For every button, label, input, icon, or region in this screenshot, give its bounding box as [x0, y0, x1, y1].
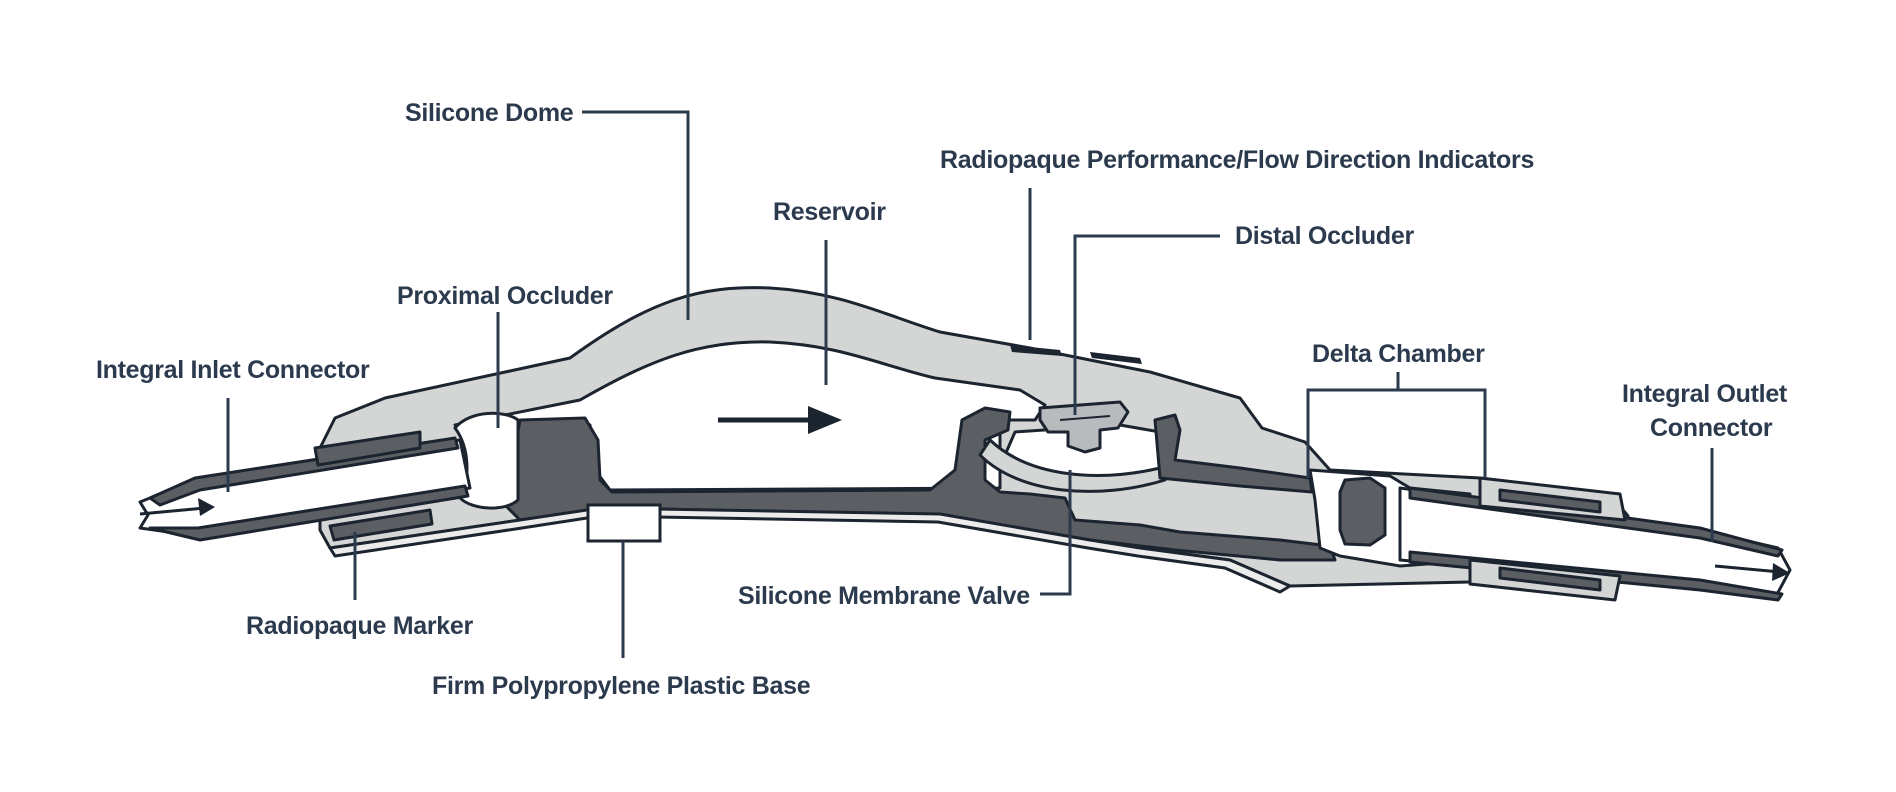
outlet-flow-arrowhead — [1772, 563, 1790, 581]
device-body — [138, 286, 1792, 602]
label-radiopaque-marker: Radiopaque Marker — [246, 612, 473, 640]
label-silicone-dome: Silicone Dome — [405, 99, 574, 127]
label-distal-occluder: Distal Occluder — [1235, 222, 1414, 250]
leader-distal-occluder — [1073, 234, 1220, 415]
reservoir-flow-arrowhead — [808, 406, 842, 434]
valve-housing-right — [1153, 413, 1314, 494]
outlet-flow-arrow — [1714, 564, 1781, 574]
outlet-radiopaque-lower — [1498, 566, 1602, 592]
inlet-radiopaque-upper — [313, 430, 422, 467]
delta-chamber-insert — [1338, 476, 1387, 547]
label-delta-chamber: Delta Chamber — [1312, 340, 1485, 368]
reservoir-cavity — [453, 340, 1047, 492]
leader-silicone-dome — [582, 110, 690, 320]
leader-delta-chamber — [1306, 372, 1487, 478]
label-integral-inlet-connector: Integral Inlet Connector — [96, 356, 370, 384]
leader-membrane-valve — [1040, 470, 1072, 596]
label-reservoir: Reservoir — [773, 198, 886, 226]
inlet-tube-lower-wall — [148, 484, 470, 542]
silicone-membrane-valve — [978, 438, 1167, 493]
leader-lines — [226, 110, 1714, 658]
label-integral-outlet-connector-line1: Integral Outlet — [1622, 380, 1788, 408]
label-integral-outlet-connector-line2: Connector — [1650, 414, 1773, 442]
labels: Silicone Dome Reservoir Radiopaque Perfo… — [96, 99, 1788, 700]
outlet-radiopaque-upper — [1498, 488, 1602, 514]
radiopaque-indicator-1 — [1010, 345, 1062, 356]
label-firm-polypropylene-base: Firm Polypropylene Plastic Base — [432, 672, 811, 700]
base-flange — [328, 506, 1292, 594]
label-silicone-membrane-valve: Silicone Membrane Valve — [738, 582, 1030, 610]
label-proximal-occluder: Proximal Occluder — [397, 282, 613, 310]
inlet-flow-arrowhead — [198, 498, 215, 516]
radiopaque-indicator-2 — [1090, 352, 1142, 364]
base-tab — [586, 503, 662, 543]
inlet-flow-arrow — [139, 506, 206, 516]
distal-occluder-slot — [1059, 415, 1111, 421]
distal-occluder — [1038, 400, 1130, 454]
flow-arrows — [139, 406, 1790, 581]
label-radiopaque-indicators: Radiopaque Performance/Flow Direction In… — [940, 146, 1534, 174]
